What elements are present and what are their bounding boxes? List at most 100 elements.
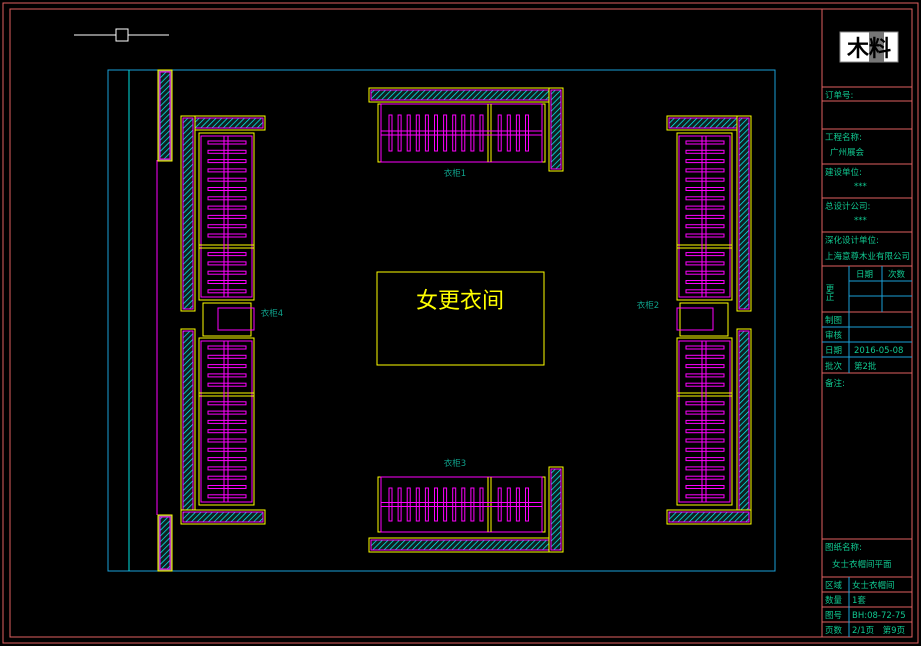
hanger xyxy=(685,373,725,378)
hanger xyxy=(685,354,725,359)
cabinet-2-upper-inner xyxy=(678,135,731,298)
wall-hatch xyxy=(668,511,750,523)
hanger xyxy=(207,149,247,154)
designer-label: 总设计公司: xyxy=(825,201,870,212)
review-label: 审核 xyxy=(825,330,843,341)
wall-hatch xyxy=(370,89,562,101)
qty-value: 1套 xyxy=(852,595,866,606)
hanger xyxy=(434,114,438,152)
wall-hatch xyxy=(738,117,750,310)
area-value: 女士衣帽间 xyxy=(852,580,895,591)
plan-geometry xyxy=(157,69,752,572)
hanger xyxy=(207,447,247,452)
hanger xyxy=(207,261,247,266)
hanger xyxy=(443,487,448,522)
hanger xyxy=(685,224,725,229)
hanger xyxy=(207,429,247,434)
hanger xyxy=(685,382,725,387)
inner-frame xyxy=(9,8,913,638)
hanger xyxy=(685,457,725,462)
hanger xyxy=(685,494,725,499)
drawing-no-label: 图号 xyxy=(825,611,842,621)
hanger xyxy=(207,354,247,359)
hanger xyxy=(207,410,247,415)
wall-hatch xyxy=(182,511,264,523)
hanger xyxy=(685,149,725,154)
designer-value: *** xyxy=(854,216,867,226)
wall-hatch xyxy=(182,117,194,310)
cabinet-4-upper xyxy=(198,132,255,301)
hanger xyxy=(685,252,725,257)
pages-value: 2/1页 第9页 xyxy=(852,625,905,636)
cabinet-4-upper-inner xyxy=(200,135,253,298)
hanger xyxy=(685,447,725,452)
hanger xyxy=(207,419,247,424)
hanger xyxy=(685,270,725,275)
hanger xyxy=(207,401,247,406)
hanger xyxy=(461,114,466,152)
revision-date: 日期 xyxy=(856,270,873,280)
hanger xyxy=(207,187,247,191)
hanger xyxy=(685,187,725,191)
hanger xyxy=(388,114,393,152)
hanger xyxy=(207,140,247,145)
plan-boundary xyxy=(107,69,776,572)
hanger xyxy=(685,401,725,406)
hanger xyxy=(515,487,520,522)
order-no-label: 订单号: xyxy=(825,90,853,101)
deep-design-label: 深化设计单位: xyxy=(825,235,879,246)
hanger xyxy=(515,114,520,152)
hanger xyxy=(207,494,247,499)
hanger xyxy=(207,289,247,294)
room-box xyxy=(376,271,545,366)
room-name: 女更衣间 xyxy=(416,289,504,314)
hanger xyxy=(685,205,725,210)
hanger xyxy=(424,114,429,152)
cabinet-1-label: 衣柜1 xyxy=(444,168,466,179)
cabinet-1-inner xyxy=(380,103,543,163)
hanger xyxy=(207,485,247,489)
batch-label: 批次 xyxy=(825,361,843,372)
hanger xyxy=(685,429,725,434)
hanger xyxy=(207,177,247,182)
drawing-name-label: 图纸名称: xyxy=(825,542,862,553)
wall-hatch xyxy=(738,330,750,523)
drawing-name-value: 女士衣帽间平面 xyxy=(832,559,892,570)
pages-label: 页数 xyxy=(825,625,843,636)
hanger xyxy=(415,114,420,152)
cabinet-2-label: 衣柜2 xyxy=(637,300,659,311)
hanger xyxy=(685,345,725,350)
cabinet-4-lower xyxy=(198,337,255,506)
hanger xyxy=(685,466,725,471)
hanger xyxy=(207,345,247,350)
hanger xyxy=(685,168,725,173)
hanger xyxy=(207,252,247,257)
hanger xyxy=(685,159,725,164)
hanger xyxy=(479,487,484,522)
hanger xyxy=(685,438,725,443)
hanger xyxy=(452,487,457,522)
hanger xyxy=(452,114,457,152)
cabinet-4-box-inner xyxy=(217,307,255,331)
hanger xyxy=(207,233,247,238)
area-label: 区域 xyxy=(825,580,843,591)
wall-hatch xyxy=(159,71,171,160)
hanger xyxy=(207,438,247,443)
hanger xyxy=(424,487,429,522)
cabinet-4-box xyxy=(202,302,252,337)
wall-hatch xyxy=(550,89,562,170)
hanger xyxy=(685,485,725,489)
batch-value: 第2批 xyxy=(854,361,877,372)
project-label: 工程名称: xyxy=(825,132,862,143)
hanger xyxy=(207,224,247,229)
hanger xyxy=(497,487,502,522)
hanger xyxy=(207,364,247,369)
hanger xyxy=(207,382,247,387)
hanger xyxy=(506,487,511,522)
date-label: 日期 xyxy=(825,346,842,356)
hanger xyxy=(388,487,393,522)
revision-label: 更正 xyxy=(824,284,834,301)
hanger xyxy=(685,196,725,201)
hanger xyxy=(207,205,247,210)
